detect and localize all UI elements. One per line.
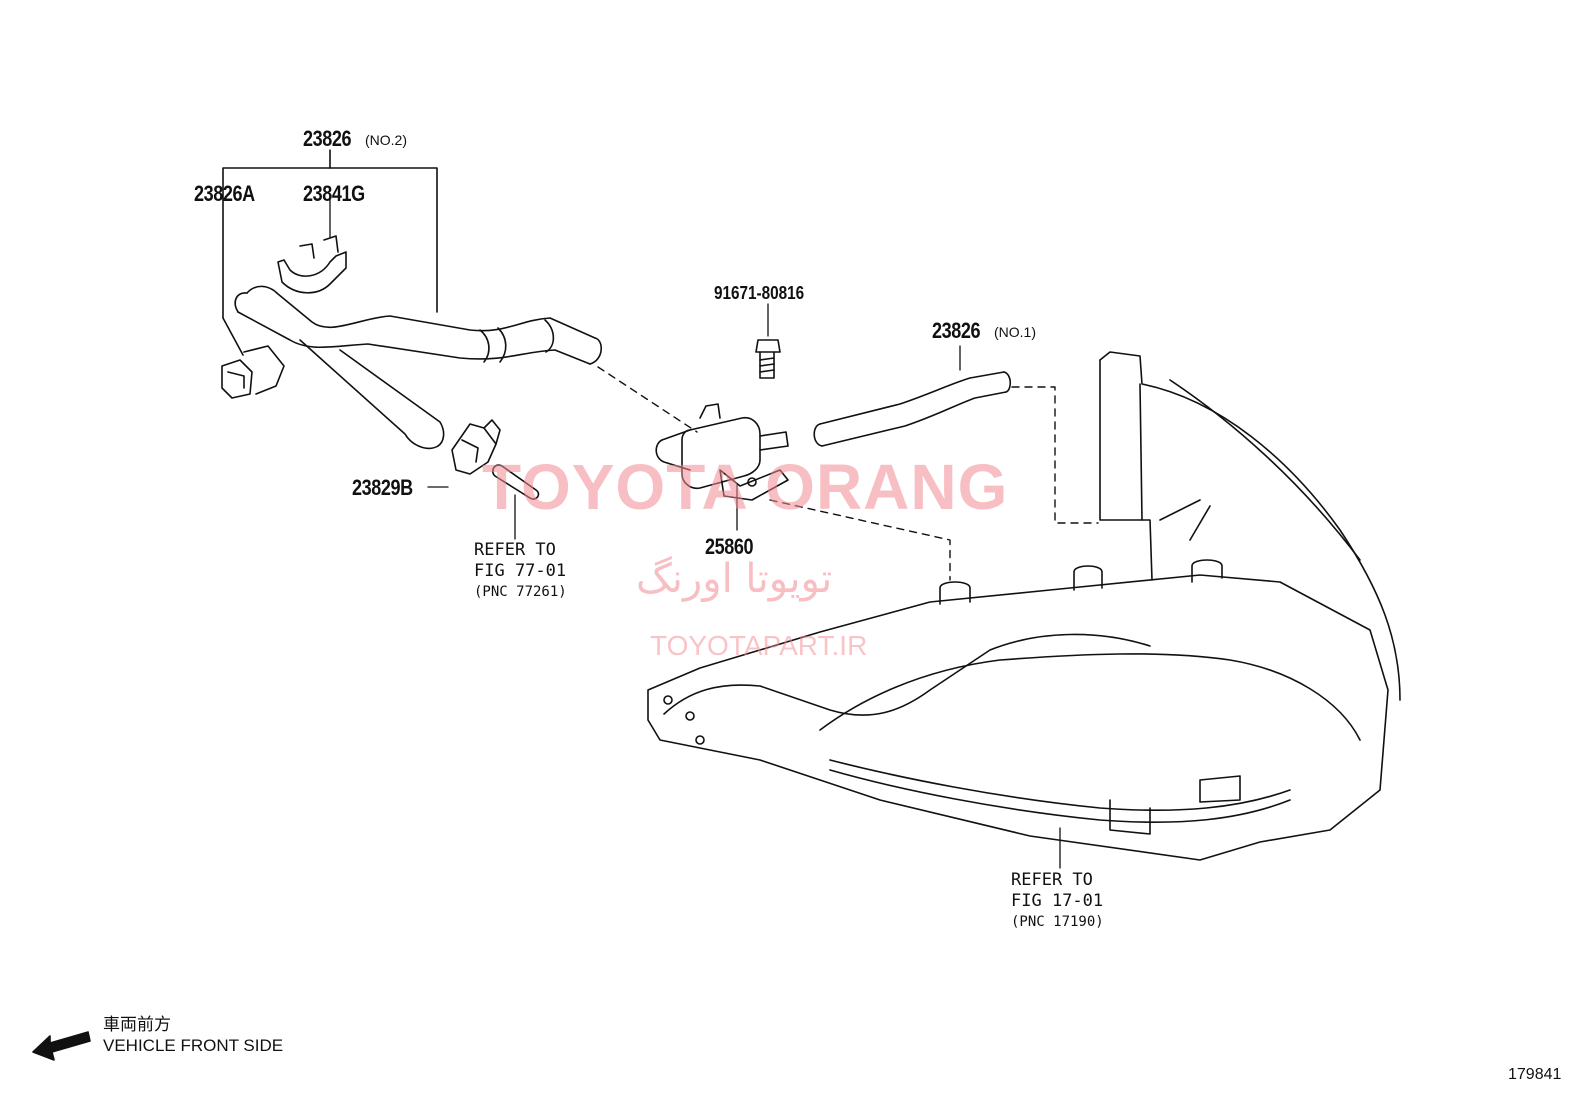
leader-lines <box>329 199 1061 869</box>
reference-fig-17-01: REFER TO FIG 17-01 (PNC 17190) <box>1011 870 1104 933</box>
reference-77-line2: FIG 77-01 <box>474 561 567 581</box>
reference-17-line1: REFER TO <box>1011 870 1093 890</box>
clip-23826a <box>221 345 285 399</box>
reference-17-line2: FIG 17-01 <box>1011 891 1104 911</box>
hose-23826-no1 <box>813 371 1012 447</box>
clip-23829b <box>451 419 501 475</box>
water-bypass-hose-no2 <box>234 285 602 450</box>
watermark-persian: تویوتا اورنگ <box>636 556 833 602</box>
callout-23826-no2-sub: (NO.2) <box>365 132 407 148</box>
intake-manifold <box>647 351 1401 861</box>
vehicle-front-arrow <box>32 1031 91 1061</box>
callout-23841g: 23841G <box>303 181 365 206</box>
vehicle-front-english: VEHICLE FRONT SIDE <box>103 1036 284 1055</box>
callout-23826-no1: 23826 (NO.1) <box>932 318 1036 344</box>
callout-23826a: 23826A <box>194 181 255 206</box>
callout-25860: 25860 <box>705 534 754 559</box>
group-bracket-23826-no2 <box>222 149 438 356</box>
dashed-connectors <box>597 366 1099 581</box>
callout-91671-80816: 91671-80816 <box>714 283 805 303</box>
reference-77-line3: (PNC 77261) <box>474 584 567 600</box>
vacuum-switching-valve-25860 <box>655 403 789 501</box>
callout-23829b: 23829B <box>352 475 413 500</box>
watermark-site: TOYOTAPART.IR <box>650 630 868 661</box>
bolt-91671-80816 <box>755 339 781 379</box>
vehicle-front-japanese: 車両前方 <box>103 1015 171 1034</box>
reference-17-line3: (PNC 17190) <box>1011 914 1104 930</box>
callout-23826-no1-sub: (NO.1) <box>994 324 1036 340</box>
clamp-23841g <box>277 235 347 294</box>
watermark-brand: TOYOTA ORANG <box>482 451 1009 523</box>
vehicle-front-label: 車両前方 VEHICLE FRONT SIDE <box>103 1014 283 1056</box>
illustration-number: 179841 <box>1508 1066 1562 1083</box>
short-hose-ref-77 <box>492 464 540 500</box>
callout-23826-no2-number: 23826 <box>303 126 352 151</box>
reference-77-line1: REFER TO <box>474 540 556 560</box>
reference-fig-77-01: REFER TO FIG 77-01 (PNC 77261) <box>474 540 567 603</box>
callout-23826-no1-number: 23826 <box>932 318 981 343</box>
callout-23826-no2: 23826 (NO.2) <box>303 126 407 152</box>
